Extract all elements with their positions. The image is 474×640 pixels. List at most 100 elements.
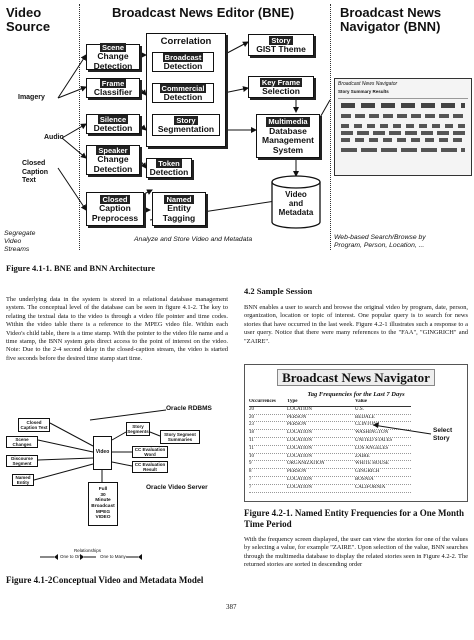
header-bnn: Broadcast News Navigator (BNN) [340,5,442,34]
story-segments-entity: Story Segments [126,422,150,436]
panel-subtitle: Tag Frequencies for the Last 7 Days [307,391,405,398]
oracle-rdbms-label: Oracle RDBMS [166,405,212,412]
section-4-2-heading: 4.2 Sample Session [244,286,313,296]
oracle-video-server-label: Oracle Video Server [146,484,208,491]
right-paragraph-2: With the frequency screen displayed, the… [244,536,468,569]
divider-right [330,4,331,250]
table-cell-value[interactable]: UNITED STATES [354,437,393,443]
discourse-segment-entity: Discourse Segment [6,455,38,467]
header-video-source: Video Source [6,5,51,34]
table-cell-occurrences: 9 [249,461,252,467]
table-cell-value[interactable]: U.S. [354,406,364,412]
table-cell-type: LOCATION [287,484,313,490]
label-closed-caption: Closed Caption Text [22,160,49,184]
table-cell-type: LOCATION [287,445,313,451]
table-row[interactable]: 20 PERSON BEDALE [249,415,411,423]
legend-one-to-one: One to One [60,554,84,559]
token-detection-box: Token Detection [146,158,192,178]
table-cell-value[interactable]: BOSNIA [354,476,374,482]
table-cell-occurrences: 10 [249,453,254,459]
table-cell-type: PERSON [287,414,307,420]
table-cell-value[interactable]: WHITE HOUSE [354,461,389,467]
panel-title: Broadcast News Navigator [277,369,435,386]
label-analyze-store: Analyze and Store Video and Metadata [134,236,253,243]
thumb-line [341,131,465,135]
table-cell-value[interactable]: GINGRICH [354,469,380,475]
thumb-line [341,148,465,152]
thumb-line [341,103,465,108]
closed-caption-text-entity: Closed Caption Text [18,418,50,432]
story-segment-summaries-entity: Story Segment Summaries [160,430,200,444]
table-cell-value[interactable]: LOS ANGELES [354,445,389,451]
thumb-line [341,138,465,142]
broadcast-detection-box: Broadcast Detection [152,52,214,72]
table-cell-value[interactable]: WASHINGTON [354,430,389,436]
legend-lines [40,554,142,560]
table-cell-occurrences: 18 [249,430,254,436]
cc-evaluation-result-entity: CC Evaluation Result [132,461,168,473]
select-story-label: Select Story [433,427,453,442]
table-cell-value[interactable]: CLINTON [354,422,377,428]
table-cell-value[interactable]: ZAIRE [354,453,370,459]
left-paragraph: The underlying data in the system is sto… [6,296,228,362]
table-cell-value[interactable]: CALIFORNIA [354,484,386,490]
figure-4-1-1-caption: Figure 4.1-1. BNE and BNN Architecture [6,263,155,273]
closed-caption-preprocess-box: Closed Caption Preprocess [86,192,144,226]
table-header-row: Occurrences Type Value [249,399,411,407]
mpeg-broadcast-entity: Full 30 Minute Broadcast MPEG VIDEO [88,482,118,526]
table-cell-occurrences: 11 [249,437,254,443]
table-row[interactable]: 10 LOCATION ZAIRE [249,454,411,462]
key-frame-selection-box: Key Frame Selection [248,76,314,98]
commercial-detection-box: Commercial Detection [152,83,214,103]
video-metadata-label: Video and Metadata [278,190,314,217]
frame-classifier-box: Frame Classifier [86,78,140,98]
thumb-line [341,114,465,118]
video-metadata-cylinder-shape [271,175,321,229]
multimedia-dbms-box: Multimedia Database Management System [256,114,320,158]
named-entity-tagging-box: Named Entity Tagging [152,192,206,226]
table-cell-occurrences: 7 [249,484,252,490]
named-entity-entity: Named Entity [12,474,34,486]
table-cell-type: LOCATION [287,453,313,459]
table-cell-occurrences: 20 [249,414,254,420]
table-row[interactable]: 9 ORGANIZATION WHITE HOUSE [249,461,411,470]
figure-4-2-1-caption: Figure 4.2-1. Named Entity Frequencies f… [244,508,464,529]
cc-evaluation-word-entity: CC Evaluation Word [132,446,168,458]
label-audio: Audio [44,134,64,141]
table-cell-value[interactable]: BEDALE [354,414,375,420]
figure-4-1-2-caption: Figure 4.1-2Conceptual Video and Metadat… [6,575,204,585]
story-gist-theme-box: Story GIST Theme [248,34,314,56]
table-row[interactable]: 11 LOCATION LOS ANGELES [249,446,411,454]
table-row[interactable]: 8 PERSON GINGRICH [249,469,411,477]
table-row[interactable]: 18 LOCATION WASHINGTON [249,430,411,438]
table-cell-occurrences: 8 [249,469,252,475]
divider-left [79,4,80,250]
table-cell-type: LOCATION [287,406,313,412]
table-cell-type: LOCATION [287,430,313,436]
table-row[interactable]: 20 LOCATION U.S. [249,407,411,415]
table-row[interactable]: 7 LOCATION CALIFORNIA [249,485,411,493]
header-bne: Broadcast News Editor (BNE) [112,5,295,20]
story-segmentation-box: Story Segmentation [152,114,220,136]
thumb-line [341,124,465,128]
table-cell-type: LOCATION [287,476,313,482]
table-cell-occurrences: 20 [249,406,254,412]
panel-title-wrap: Broadcast News Navigator [245,369,467,387]
table-cell-type: PERSON [287,469,307,475]
label-imagery: Imagery [18,94,45,101]
table-cell-type: PERSON [287,422,307,428]
table-cell-occurrences: 11 [249,445,254,451]
legend-title: Relationships [74,548,102,553]
select-story-arrow [372,422,432,435]
table-row[interactable]: 11 LOCATION UNITED STATES [249,438,411,446]
page-number: 387 [226,603,237,611]
video-entity: Video [93,436,112,470]
legend-one-to-many: One to Many [100,554,126,559]
table-cell-type: ORGANIZATION [287,461,325,467]
table-cell-type: LOCATION [287,437,313,443]
